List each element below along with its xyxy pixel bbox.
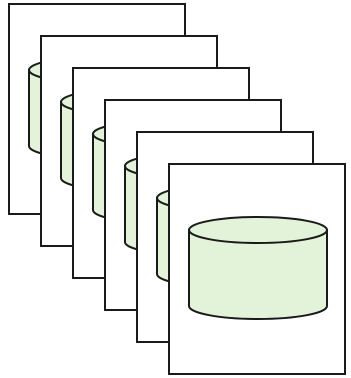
cylinder-top bbox=[188, 216, 328, 244]
sheet-6 bbox=[168, 163, 346, 375]
cylinder-body bbox=[188, 229, 328, 320]
database-cylinder-icon bbox=[188, 216, 328, 320]
